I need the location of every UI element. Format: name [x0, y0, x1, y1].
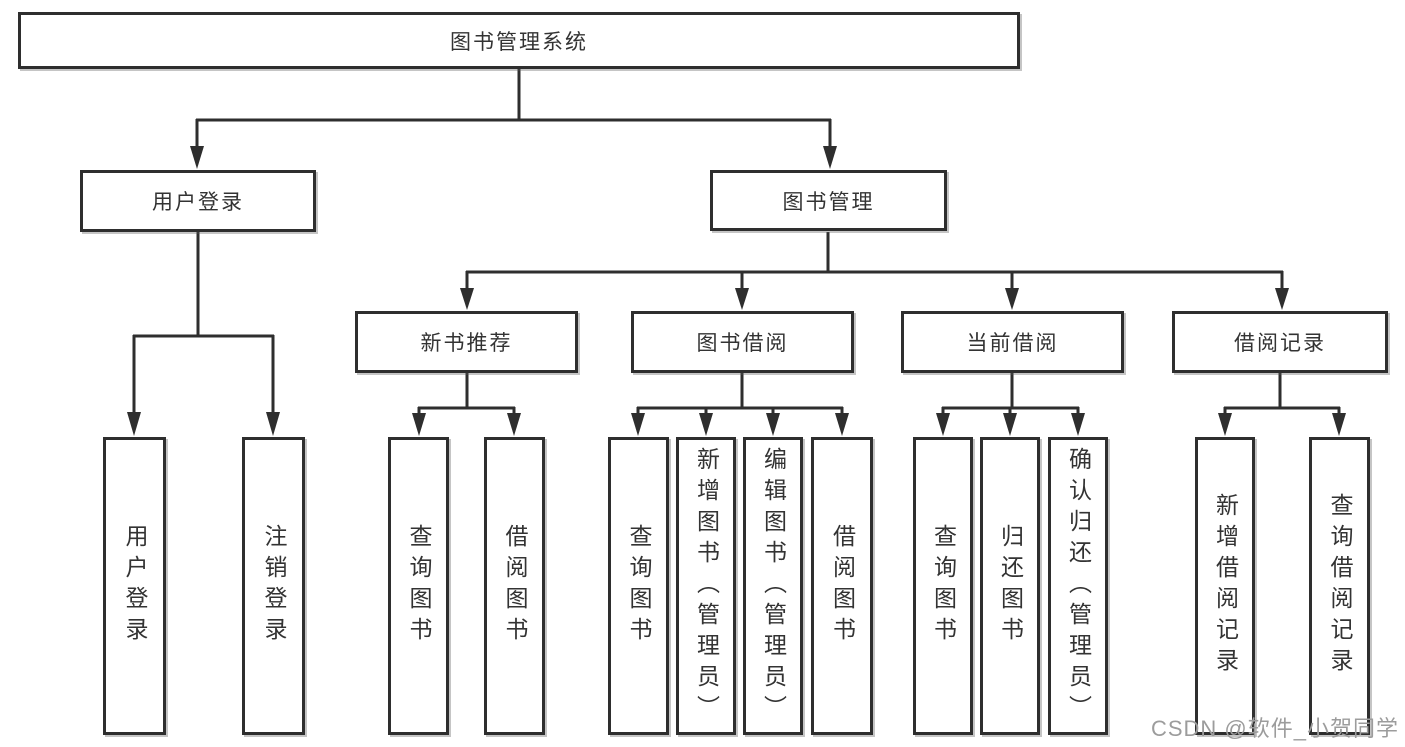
connector-borrowing-records-to-leaves: [1218, 373, 1346, 436]
leaf-add-borrow-record: 新增借阅记录: [1195, 437, 1255, 735]
arrowhead: [766, 413, 780, 436]
connector-current-borrowing-to-leaves: [936, 373, 1085, 436]
arrowhead: [266, 412, 280, 436]
leaf-query-books-recommend: 查询图书: [388, 437, 449, 735]
arrowhead: [127, 412, 141, 436]
node-user-login: 用户登录: [80, 170, 316, 232]
csdn-watermark: CSDN @软件_小贺同学: [1150, 716, 1399, 741]
leaf-query-books-current: 查询图书: [913, 437, 973, 735]
connector-new-book-recommend-to-leaves: [412, 373, 521, 436]
connector-root-to-level2: [190, 69, 837, 169]
arrowhead: [1005, 288, 1019, 310]
arrowhead: [936, 413, 950, 436]
arrowhead: [507, 413, 521, 436]
connector-book-management-to-level3: [460, 232, 1289, 310]
arrowhead: [1332, 413, 1346, 436]
arrowhead: [1071, 413, 1085, 436]
arrowhead: [631, 413, 645, 436]
arrowhead: [735, 288, 749, 310]
leaf-query-borrow-record: 查询借阅记录: [1309, 437, 1370, 735]
connector-user-login-to-leaves: [127, 232, 280, 436]
node-current-borrowing: 当前借阅: [901, 311, 1124, 373]
arrowhead: [190, 146, 204, 169]
arrowhead: [1218, 413, 1232, 436]
leaf-logout: 注销登录: [242, 437, 305, 735]
connector-book-borrowing-to-leaves: [631, 373, 849, 436]
leaf-add-books-admin: 新增图书（管理员）: [676, 437, 736, 735]
arrowhead: [699, 413, 713, 436]
arrowhead: [1275, 288, 1289, 310]
leaf-user-login: 用户登录: [103, 437, 166, 735]
leaf-confirm-return-admin: 确认归还（管理员）: [1048, 437, 1108, 735]
leaf-edit-books-admin: 编辑图书（管理员）: [743, 437, 803, 735]
node-borrowing-records: 借阅记录: [1172, 311, 1388, 373]
arrowhead: [835, 413, 849, 436]
arrowhead: [460, 288, 474, 310]
arrowhead: [412, 413, 426, 436]
leaf-query-books-borrowing: 查询图书: [608, 437, 669, 735]
leaf-return-books: 归还图书: [980, 437, 1040, 735]
leaf-borrow-books-recommend: 借阅图书: [484, 437, 545, 735]
leaf-borrow-books: 借阅图书: [811, 437, 873, 735]
node-book-management: 图书管理: [710, 170, 947, 231]
arrowhead: [823, 146, 837, 169]
node-new-book-recommend: 新书推荐: [355, 311, 578, 373]
arrowhead: [1003, 413, 1017, 436]
node-root-library-management-system: 图书管理系统: [18, 12, 1020, 69]
node-book-borrowing: 图书借阅: [631, 311, 854, 373]
